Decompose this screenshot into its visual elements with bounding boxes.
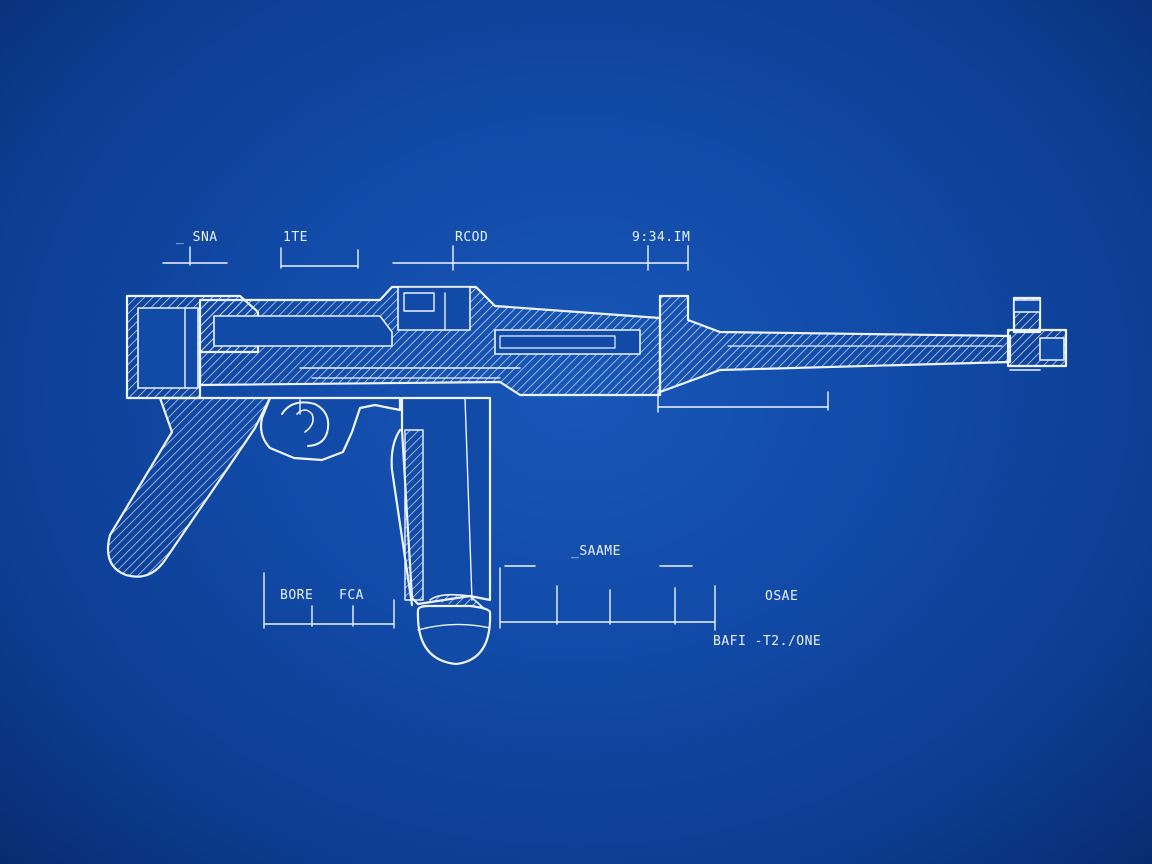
label-rcod: RCOD [455, 230, 489, 245]
label-bafi: BAFI -T2./ONE [713, 634, 822, 649]
trigger-guard [259, 396, 402, 462]
label-fca: FCA [339, 588, 364, 603]
label-saame: ̲SAAME [571, 544, 621, 559]
pistol-grip [106, 396, 272, 578]
label-osae: OSAE [765, 589, 799, 604]
magazine [390, 396, 492, 666]
label-time: 9:34.IM [632, 230, 691, 245]
receiver [198, 285, 662, 397]
label-bore: BORE [280, 588, 314, 603]
label-ite: 1TE [283, 230, 308, 245]
bottom-dimension-lines [263, 565, 716, 631]
barrel [658, 294, 1068, 394]
label-sna: _ SNA [176, 230, 218, 245]
